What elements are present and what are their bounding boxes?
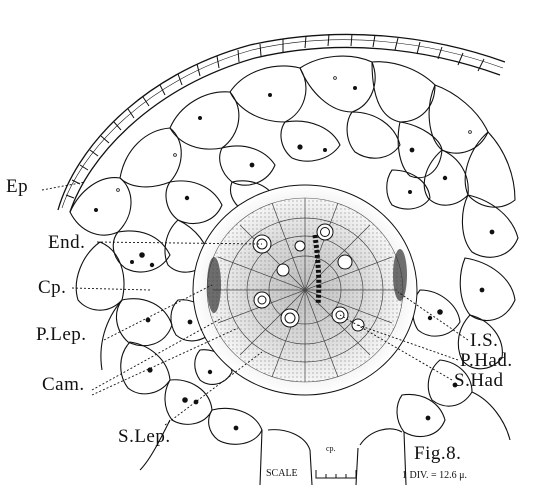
label-shad: S.Had bbox=[454, 370, 503, 392]
label-scale: Scale bbox=[266, 468, 298, 479]
label-is: I.S. bbox=[470, 330, 498, 352]
label-plep: P.Lep. bbox=[36, 324, 87, 346]
label-cam: Cam. bbox=[42, 374, 85, 396]
label-slep: S.Lep. bbox=[118, 426, 171, 448]
label-cp: Cp. bbox=[38, 277, 66, 299]
scale-bar bbox=[316, 470, 356, 478]
leader-cp bbox=[72, 288, 150, 290]
label-end: End. bbox=[48, 232, 85, 254]
label-ep: Ep bbox=[6, 176, 28, 198]
epidermis-layer bbox=[58, 34, 505, 212]
label-cp-small: cp. bbox=[326, 444, 336, 453]
leader-cam-2 bbox=[92, 328, 238, 395]
label-fig: Fig.8. bbox=[414, 443, 461, 465]
stele bbox=[193, 185, 417, 395]
label-phad: P.Had. bbox=[460, 350, 513, 372]
leader-ep bbox=[42, 182, 85, 190]
label-div: 1 DIV. = 12.6 μ. bbox=[402, 470, 467, 481]
